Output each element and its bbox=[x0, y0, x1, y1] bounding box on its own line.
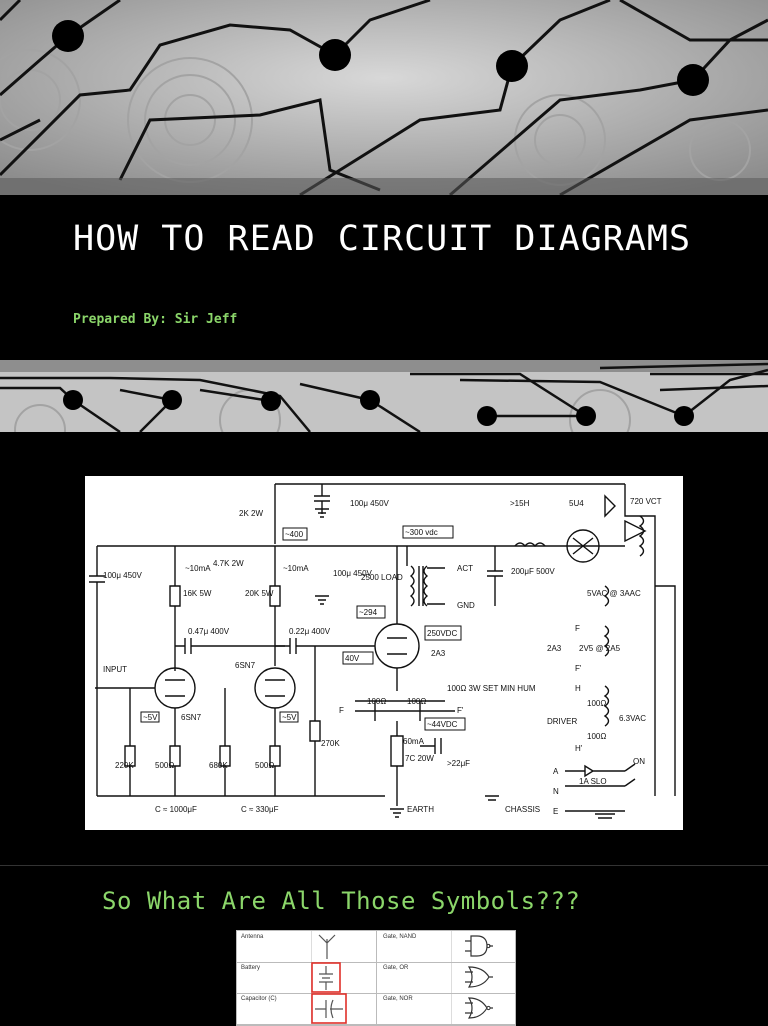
schematic-drawing: 100μ 450V 2K 2W ~400 ~300 vdc >15H 5U4 7… bbox=[89, 483, 676, 819]
label-chassis: CHASSIS bbox=[505, 805, 540, 814]
slide-subtitle: Prepared By: Sir Jeff bbox=[73, 312, 238, 327]
label-v400: ~400 bbox=[285, 530, 304, 539]
label-v5a: 5VAC @ 3AAC bbox=[587, 589, 641, 598]
label-fprime: F' bbox=[457, 706, 464, 715]
circuit-banner-bottom bbox=[0, 360, 768, 432]
label-a3: 2A3 bbox=[431, 649, 446, 658]
label-r100b: 100Ω bbox=[407, 697, 426, 706]
label-a3b: 2A3 bbox=[547, 644, 562, 653]
label-top-cap: 100μ 450V bbox=[350, 499, 390, 508]
symbol-name: Battery bbox=[241, 965, 261, 971]
label-c22: >22μF bbox=[447, 759, 470, 768]
circuit-pattern-image bbox=[0, 360, 768, 432]
circuit-banner-top bbox=[0, 0, 768, 195]
label-v44: ~44VDC bbox=[427, 720, 458, 729]
antenna-icon bbox=[318, 934, 336, 959]
label-lead: 2500 LOAD bbox=[361, 573, 403, 582]
symbols-heading: So What Are All Those Symbols??? bbox=[102, 887, 581, 915]
label-r500b: 500Ω bbox=[255, 761, 274, 770]
label-h: H bbox=[575, 684, 581, 693]
symbol-name: Gate, OR bbox=[383, 965, 409, 971]
label-v2: ~5V bbox=[282, 713, 297, 722]
symbol-name: Gate, NAND bbox=[383, 934, 417, 940]
battery-icon bbox=[311, 962, 341, 993]
label-c1000: C ≈ 1000μF bbox=[155, 805, 197, 814]
or-gate-icon bbox=[465, 966, 493, 988]
label-v63: 6.3VAC bbox=[619, 714, 646, 723]
label-r100a: 100Ω bbox=[367, 697, 386, 706]
label-hp: H' bbox=[575, 744, 583, 753]
label-driver: DRIVER bbox=[547, 717, 577, 726]
symbol-name: Antenna bbox=[241, 934, 264, 940]
label-input: INPUT bbox=[103, 665, 127, 674]
label-r47k: 4.7K 2W bbox=[213, 559, 244, 568]
label-on: ON bbox=[633, 757, 645, 766]
label-c047: 0.47μ 400V bbox=[188, 627, 230, 636]
label-fuse: 1A SLO bbox=[579, 777, 607, 786]
label-v1: ~5V bbox=[143, 713, 158, 722]
label-earth: EARTH bbox=[407, 805, 434, 814]
label-n: N bbox=[553, 787, 559, 796]
title-slide: HOW TO READ CIRCUIT DIAGRAMS Prepared By… bbox=[0, 0, 768, 432]
label-r100c: 100Ω bbox=[587, 699, 606, 708]
label-i10b: ~10mA bbox=[283, 564, 309, 573]
label-f: F bbox=[575, 624, 580, 633]
symbol-table: Antenna Gate, NAND Battery Gate, OR Capa… bbox=[236, 930, 516, 1026]
label-a: A bbox=[553, 767, 559, 776]
label-cap-200: 200μF 500V bbox=[511, 567, 555, 576]
label-f-left: F bbox=[339, 706, 344, 715]
slide-title: HOW TO READ CIRCUIT DIAGRAMS bbox=[73, 219, 692, 259]
title-block bbox=[0, 195, 768, 360]
label-f25: 2V5 @ 2A5 bbox=[579, 644, 621, 653]
label-r-2k: 2K 2W bbox=[239, 509, 263, 518]
label-v300: ~300 vdc bbox=[405, 528, 438, 537]
capacitor-icon bbox=[311, 993, 347, 1024]
label-r500a: 500Ω bbox=[155, 761, 174, 770]
label-gnd: GND bbox=[457, 601, 475, 610]
label-i10a: ~10mA bbox=[185, 564, 211, 573]
table-row: Capacitor (C) Gate, NOR bbox=[237, 993, 515, 1025]
label-tube2: 6SN7 bbox=[181, 713, 202, 722]
table-row: Battery Gate, OR bbox=[237, 962, 515, 994]
table-divider bbox=[376, 931, 377, 1025]
circuit-pattern-image bbox=[0, 0, 768, 195]
label-r680: 680K bbox=[209, 761, 228, 770]
table-row: Antenna Gate, NAND bbox=[237, 931, 515, 963]
label-r270k: 270K bbox=[321, 739, 340, 748]
nor-gate-icon bbox=[465, 997, 493, 1019]
label-tube1: 6SN7 bbox=[235, 661, 256, 670]
label-c7: 7C 20W bbox=[405, 754, 434, 763]
label-choke: >15H bbox=[510, 499, 530, 508]
table-divider bbox=[451, 931, 452, 1025]
amplifier-schematic: 100μ 450V 2K 2W ~400 ~300 vdc >15H 5U4 7… bbox=[85, 476, 683, 830]
symbol-name: Gate, NOR bbox=[383, 996, 413, 1002]
label-e: E bbox=[553, 807, 558, 816]
label-cap-100: 100μ 450V bbox=[103, 571, 143, 580]
slide-divider bbox=[0, 865, 768, 866]
symbol-name: Capacitor (C) bbox=[241, 996, 277, 1002]
label-ma60: 60mA bbox=[403, 737, 425, 746]
label-v250: 250VDC bbox=[427, 629, 457, 638]
label-cap-100b: 100μ 450V bbox=[333, 569, 373, 578]
label-r100d: 100Ω bbox=[587, 732, 606, 741]
label-r20k: 20K 5W bbox=[245, 589, 274, 598]
label-rect: 5U4 bbox=[569, 499, 584, 508]
label-c330: C ≈ 330μF bbox=[241, 805, 279, 814]
label-c022: 0.22μ 400V bbox=[289, 627, 331, 636]
label-v40: 40V bbox=[345, 654, 360, 663]
label-r220k: 220K bbox=[115, 761, 134, 770]
label-v294: ~294 bbox=[359, 608, 378, 617]
nand-gate-icon bbox=[465, 935, 493, 957]
label-act: ACT bbox=[457, 564, 473, 573]
label-fp: F' bbox=[575, 664, 582, 673]
label-r16k: 16K 5W bbox=[183, 589, 212, 598]
label-set: 100Ω 3W SET MIN HUM bbox=[447, 684, 536, 693]
label-v720: 720 VCT bbox=[630, 497, 662, 506]
